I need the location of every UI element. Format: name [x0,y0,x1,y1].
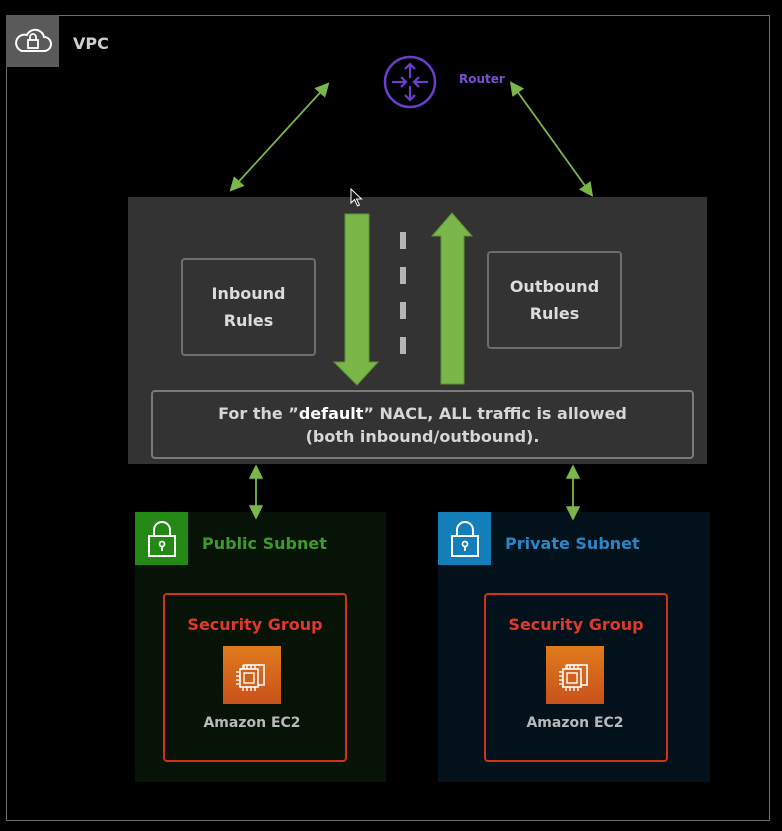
public-subnet-badge [135,512,188,565]
vpc-frame [6,15,770,821]
nacl-note-strong: default [298,403,364,423]
chip-icon [559,664,588,691]
chip-icon [236,664,265,691]
nacl-note-after: ” NACL, ALL traffic is allowed (both inb… [305,403,627,446]
security-group-private[interactable] [484,593,668,762]
mouse-cursor-icon [350,188,363,207]
ec2-public-label: Amazon EC2 [203,715,301,731]
router-icon[interactable] [382,54,438,110]
public-subnet-title: Public Subnet [202,534,327,553]
outbound-traffic-arrow [430,212,474,385]
arrow-router-nacl-right [509,81,594,197]
ec2-icon[interactable] [223,646,281,704]
ec2-private-label: Amazon EC2 [526,715,624,731]
nacl-note: For the ”default” NACL, ALL traffic is a… [151,390,694,459]
padlock-icon [147,520,176,557]
inbound-rules-line1: Inbound [211,284,286,303]
cloud-lock-icon [14,28,52,52]
arrow-vpc-router-left [229,82,330,192]
vpc-label: VPC [73,34,109,53]
outbound-rules-box[interactable]: Outbound Rules [487,251,622,349]
vpc-badge [6,15,59,67]
nacl-panel [128,197,707,464]
security-group-private-title: Security Group [508,615,644,634]
inbound-rules-line2: Rules [223,311,274,330]
security-group-public-title: Security Group [187,615,323,634]
padlock-icon [450,520,479,557]
private-subnet-badge [438,512,491,565]
inbound-rules-box[interactable]: Inbound Rules [181,258,316,356]
router-label: Router [459,72,505,86]
security-group-public[interactable] [163,593,347,762]
outbound-rules-line2: Rules [529,304,580,323]
inbound-traffic-arrow [332,213,380,386]
ec2-icon[interactable] [546,646,604,704]
private-subnet-title: Private Subnet [505,534,640,553]
outbound-rules-line1: Outbound [509,277,600,296]
nacl-note-before: For the ” [218,403,299,423]
